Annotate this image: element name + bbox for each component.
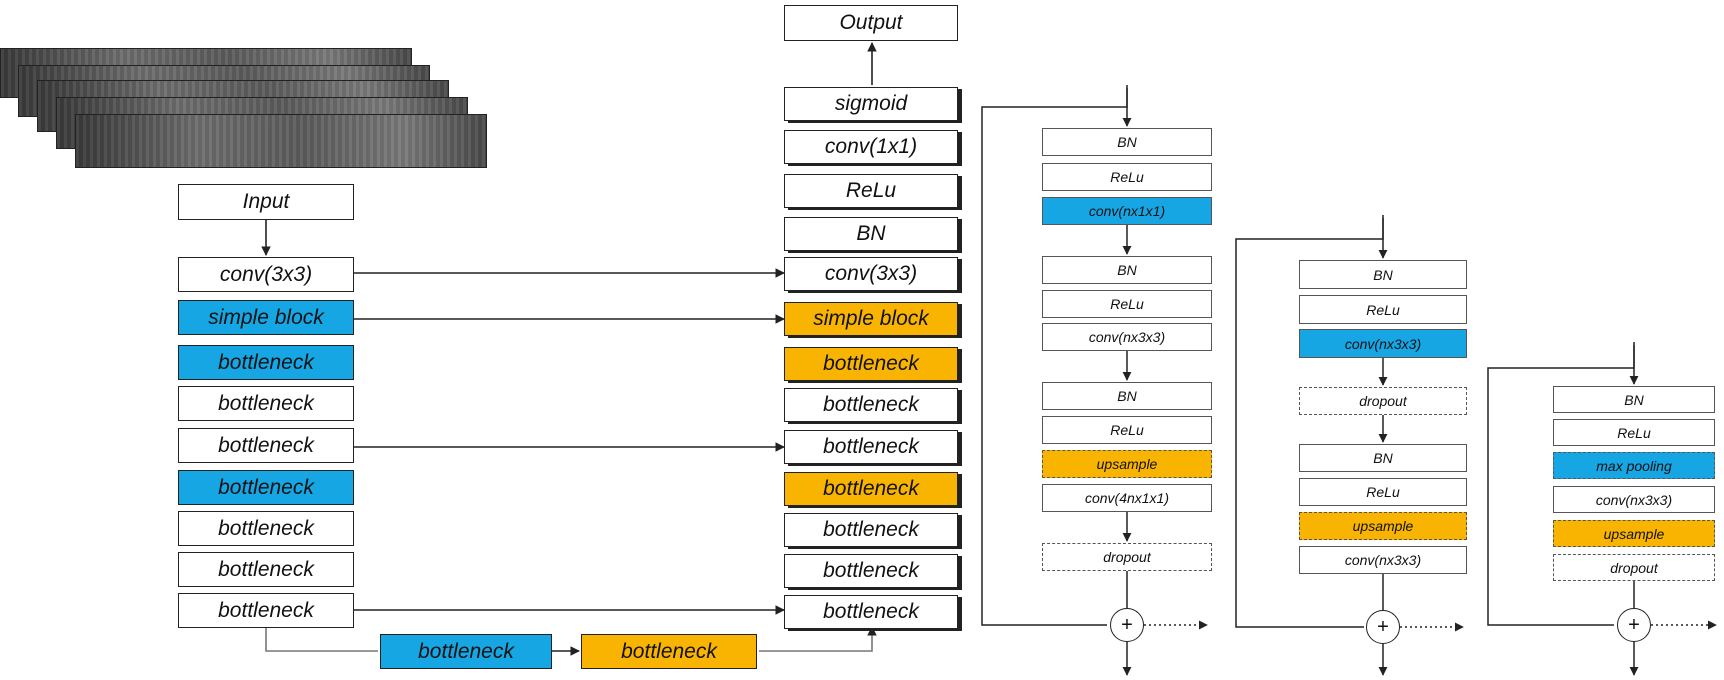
encoder-bottleneck-5: bottleneck: [178, 511, 354, 546]
block-b-relu-1: ReLu: [1299, 295, 1467, 324]
block-a-dropout: dropout: [1042, 543, 1212, 571]
decoder-relu: ReLu: [784, 174, 958, 208]
encoder-bottleneck-3: bottleneck: [178, 428, 354, 463]
block-a-sum-node: +: [1110, 608, 1144, 642]
block-b-bn-1: BN: [1299, 260, 1467, 289]
encoder-bottleneck-6: bottleneck: [178, 552, 354, 587]
block-a-bn-3: BN: [1042, 382, 1212, 410]
encoder-input: Input: [178, 184, 354, 220]
decoder-bottleneck-2: bottleneck: [784, 388, 958, 422]
block-c-dropout: dropout: [1553, 554, 1715, 581]
decoder-bottleneck-1: bottleneck: [784, 347, 958, 381]
decoder-bottleneck-3: bottleneck: [784, 430, 958, 464]
decoder-bottleneck-7: bottleneck: [784, 595, 958, 629]
decoder-output: Output: [784, 5, 958, 41]
block-b-sum-node: +: [1366, 610, 1400, 644]
block-b-conv-1: conv(nx3x3): [1299, 329, 1467, 358]
input-image-strip-5: [75, 114, 487, 168]
block-c-relu: ReLu: [1553, 419, 1715, 446]
block-a-relu-2: ReLu: [1042, 290, 1212, 318]
encoder-bottleneck-4: bottleneck: [178, 470, 354, 505]
decoder-conv-1x1: conv(1x1): [784, 130, 958, 164]
block-a-bn-2: BN: [1042, 256, 1212, 284]
decoder-bottleneck-5: bottleneck: [784, 513, 958, 547]
block-c-bn: BN: [1553, 386, 1715, 413]
bridge-bottleneck-down: bottleneck: [380, 634, 552, 669]
block-b-conv-2: conv(nx3x3): [1299, 546, 1467, 574]
block-a-relu-3: ReLu: [1042, 416, 1212, 444]
block-b-bn-2: BN: [1299, 444, 1467, 472]
block-b-upsample: upsample: [1299, 512, 1467, 540]
block-b-relu-2: ReLu: [1299, 478, 1467, 506]
encoder-bottleneck-1: bottleneck: [178, 345, 354, 380]
encoder-bottleneck-2: bottleneck: [178, 386, 354, 421]
block-a-conv-1: conv(nx1x1): [1042, 197, 1212, 225]
encoder-bottleneck-7: bottleneck: [178, 593, 354, 628]
decoder-simple-block: simple block: [784, 302, 958, 336]
bridge-bottleneck-up: bottleneck: [581, 634, 757, 669]
decoder-bottleneck-6: bottleneck: [784, 554, 958, 588]
block-c-upsample: upsample: [1553, 520, 1715, 547]
decoder-bottleneck-4: bottleneck: [784, 472, 958, 506]
decoder-sigmoid: sigmoid: [784, 87, 958, 121]
block-a-bn-1: BN: [1042, 128, 1212, 156]
block-a-conv-2: conv(nx3x3): [1042, 323, 1212, 351]
block-a-conv-3: conv(4nx1x1): [1042, 484, 1212, 512]
block-a-upsample: upsample: [1042, 450, 1212, 478]
block-c-conv: conv(nx3x3): [1553, 486, 1715, 513]
block-a-relu-1: ReLu: [1042, 163, 1212, 191]
decoder-conv: conv(3x3): [784, 257, 958, 291]
encoder-conv: conv(3x3): [178, 257, 354, 292]
decoder-bn: BN: [784, 217, 958, 251]
block-c-max-pooling: max pooling: [1553, 452, 1715, 479]
block-c-sum-node: +: [1617, 608, 1651, 642]
encoder-simple-block: simple block: [178, 300, 354, 335]
block-b-dropout: dropout: [1299, 387, 1467, 415]
